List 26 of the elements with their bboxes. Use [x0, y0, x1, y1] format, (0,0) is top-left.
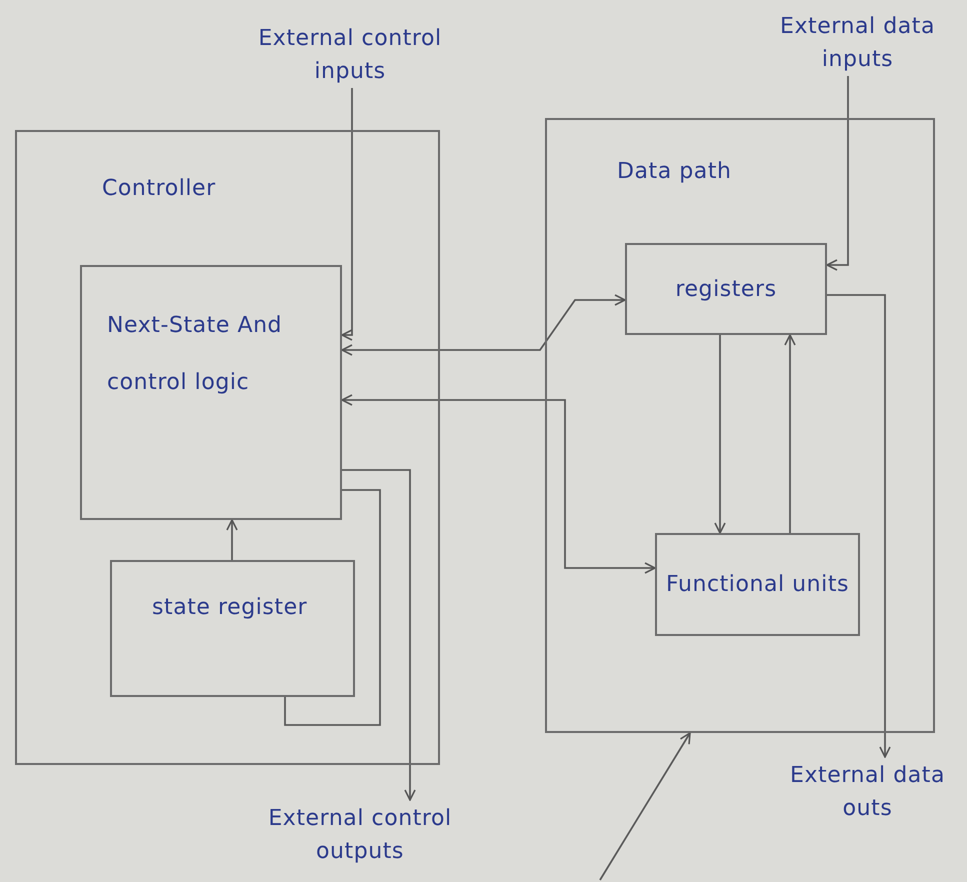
connector-arrow	[826, 76, 849, 271]
block-label: Next-State And control logic	[107, 312, 284, 398]
connector-arrow	[784, 334, 796, 533]
connector-arrow	[827, 294, 891, 758]
block-label: registers	[675, 276, 777, 304]
block-label: state register	[152, 594, 308, 622]
connector-arrow	[599, 732, 691, 880]
block-box	[545, 118, 935, 733]
connector-arrow	[341, 394, 656, 574]
connector-arrow	[341, 88, 353, 341]
block-box	[655, 533, 860, 636]
signal-label: External data inputs	[779, 13, 936, 74]
signal-label: External control outputs	[267, 805, 453, 866]
connector-arrow	[341, 294, 626, 356]
block-box	[80, 265, 342, 520]
block-box	[15, 130, 440, 765]
block-label: Functional units	[666, 571, 850, 599]
block-label: Data path	[617, 158, 732, 186]
connector-arrow	[342, 469, 416, 801]
block-box	[110, 560, 355, 697]
signal-label: External data outs	[789, 762, 946, 823]
block-box	[625, 243, 827, 335]
connector-arrow	[714, 335, 726, 534]
block-label: Controller	[102, 175, 216, 203]
connector-arrow	[226, 519, 238, 560]
signal-label: External control inputs	[257, 25, 443, 86]
